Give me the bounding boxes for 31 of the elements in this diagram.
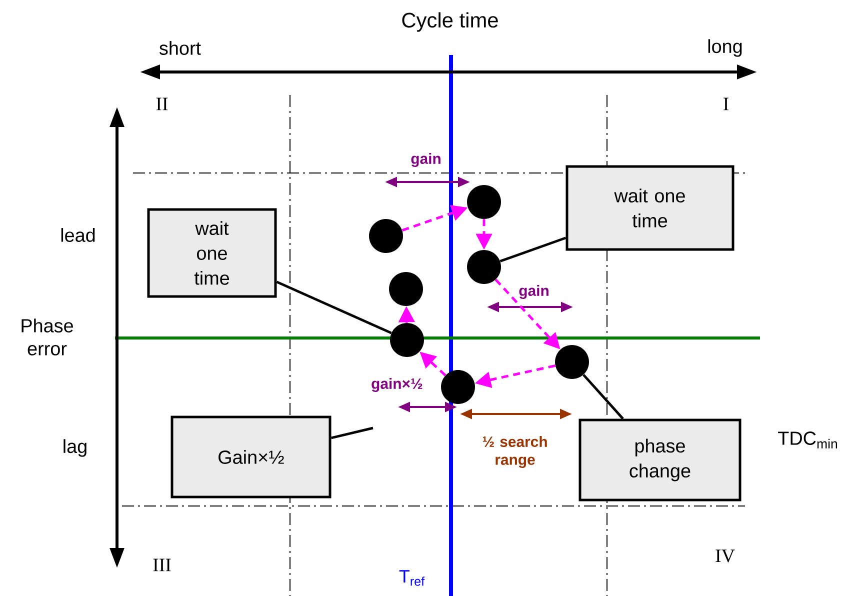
quadrant-number: IV <box>716 550 735 562</box>
dot <box>369 218 403 253</box>
dot <box>555 344 589 379</box>
text-box: wait one time <box>147 208 277 298</box>
dot <box>467 184 501 219</box>
leader-line <box>276 280 392 334</box>
dimension-label: gain <box>411 153 440 167</box>
leader-line <box>330 426 374 440</box>
line-label: T$_{ref}$ <box>399 570 425 586</box>
axis-label: short <box>160 41 201 55</box>
text-box: phase change <box>578 418 742 502</box>
dot <box>390 322 424 357</box>
axis-label: lead <box>61 228 95 242</box>
text-box: wait one time <box>566 165 734 251</box>
dot <box>467 250 501 284</box>
leader-line <box>500 236 566 262</box>
dimension-label: gain×½ <box>372 378 422 392</box>
axis-title: Cycle time <box>402 12 498 32</box>
axis-label: TDC$_{min}$ <box>778 432 838 448</box>
dimension-label: ½ search range <box>482 436 547 468</box>
axis-label: long <box>708 39 742 57</box>
dot <box>441 370 475 404</box>
quadrant-number: I <box>724 98 728 110</box>
text-box: Gain×½ <box>170 416 332 498</box>
dot <box>389 272 423 306</box>
quadrant-number: III <box>153 558 171 572</box>
quadrant-number: II <box>156 98 168 110</box>
axis-label: Phase error <box>22 318 73 356</box>
axis-label: lag <box>64 439 86 457</box>
leader-line <box>582 374 624 420</box>
dimension-label: gain <box>519 285 548 299</box>
